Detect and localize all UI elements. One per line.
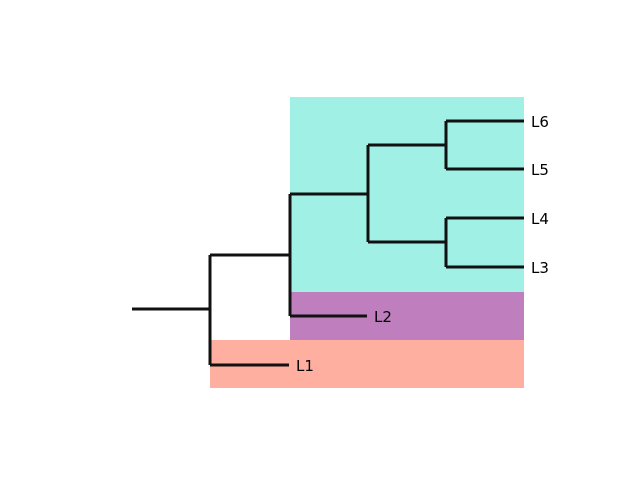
leaf-label-L1: L1 <box>296 357 314 375</box>
leaf-label-L5: L5 <box>531 161 549 179</box>
leaf-label-L3: L3 <box>531 259 549 277</box>
leaf-label-L2: L2 <box>374 308 392 326</box>
leaf-labels: L6 L5 L4 L3 L2 L1 <box>296 113 549 375</box>
leaf-label-L6: L6 <box>531 113 549 131</box>
leaf-label-L4: L4 <box>531 210 549 228</box>
tree-branches <box>132 119 524 367</box>
